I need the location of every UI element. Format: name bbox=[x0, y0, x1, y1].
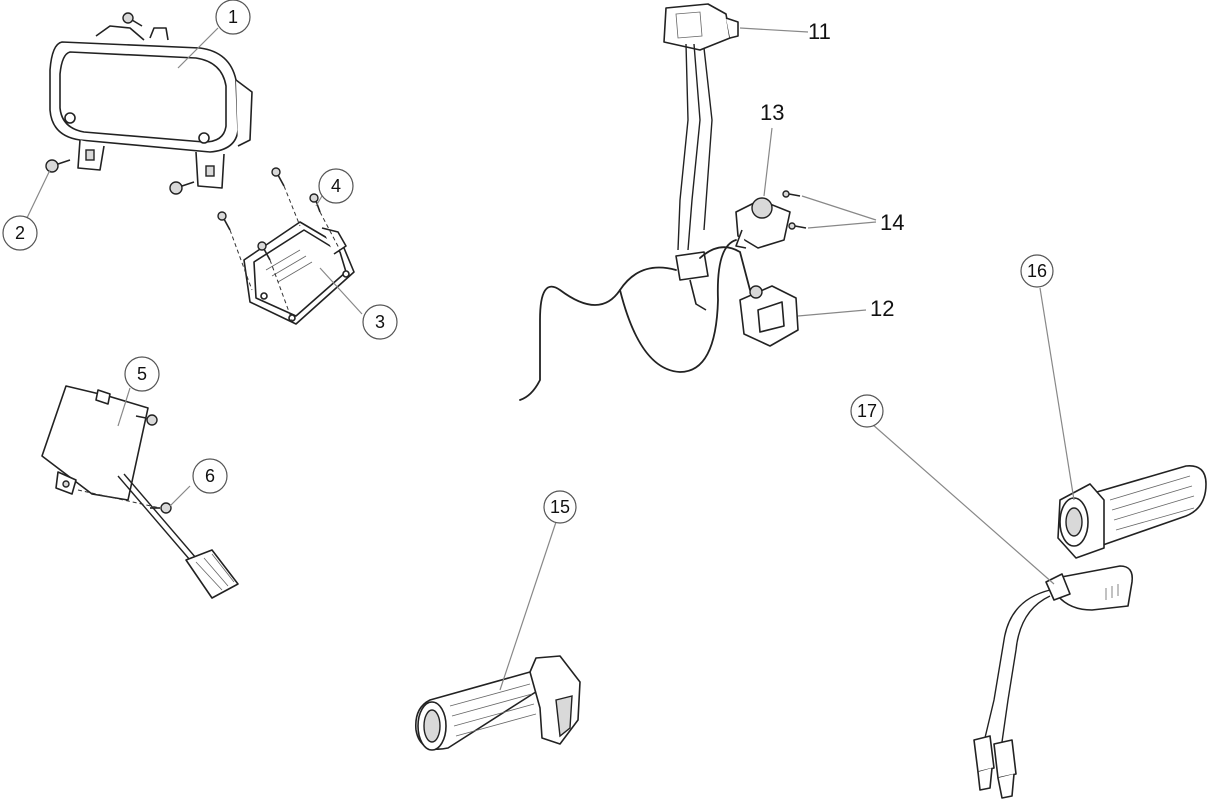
screws-4 bbox=[217, 167, 321, 261]
svg-text:16: 16 bbox=[1027, 261, 1047, 281]
instrument-cluster bbox=[49, 25, 253, 189]
svg-text:5: 5 bbox=[137, 364, 147, 384]
callout-13: 13 bbox=[760, 100, 784, 125]
callout-12: 12 bbox=[870, 296, 894, 321]
left-grip bbox=[414, 655, 581, 751]
callout-11: 11 bbox=[808, 19, 831, 44]
callout-6: 6 bbox=[192, 458, 228, 494]
svg-text:17: 17 bbox=[857, 401, 877, 421]
screws-6 bbox=[135, 414, 172, 514]
svg-text:3: 3 bbox=[375, 312, 385, 332]
callout-17: 17 bbox=[850, 394, 884, 428]
junction-clip bbox=[675, 251, 709, 311]
callout-16: 16 bbox=[1020, 254, 1054, 288]
svg-text:2: 2 bbox=[15, 223, 25, 243]
screw-2b bbox=[169, 181, 195, 195]
callout-2: 2 bbox=[2, 215, 38, 251]
screws-14 bbox=[782, 190, 807, 230]
right-switch bbox=[739, 285, 799, 347]
callout-4: 4 bbox=[318, 168, 354, 204]
svg-text:1: 1 bbox=[228, 7, 238, 27]
callout-14: 14 bbox=[880, 210, 904, 235]
svg-text:4: 4 bbox=[331, 176, 341, 196]
callout-15: 15 bbox=[543, 490, 577, 524]
svg-text:6: 6 bbox=[205, 466, 215, 486]
ignition-switch bbox=[735, 197, 791, 249]
left-switch bbox=[663, 3, 739, 51]
screw-2a bbox=[45, 159, 71, 173]
callout-1: 1 bbox=[215, 0, 251, 35]
callout-5: 5 bbox=[124, 356, 160, 392]
control-module bbox=[243, 221, 355, 325]
right-grip bbox=[1057, 465, 1207, 559]
svg-text:15: 15 bbox=[550, 497, 570, 517]
callout-3: 3 bbox=[362, 304, 398, 340]
connectors-17 bbox=[973, 735, 1017, 799]
screw-top bbox=[122, 12, 143, 27]
connector-6 bbox=[185, 549, 239, 599]
heating-element bbox=[1045, 565, 1134, 611]
